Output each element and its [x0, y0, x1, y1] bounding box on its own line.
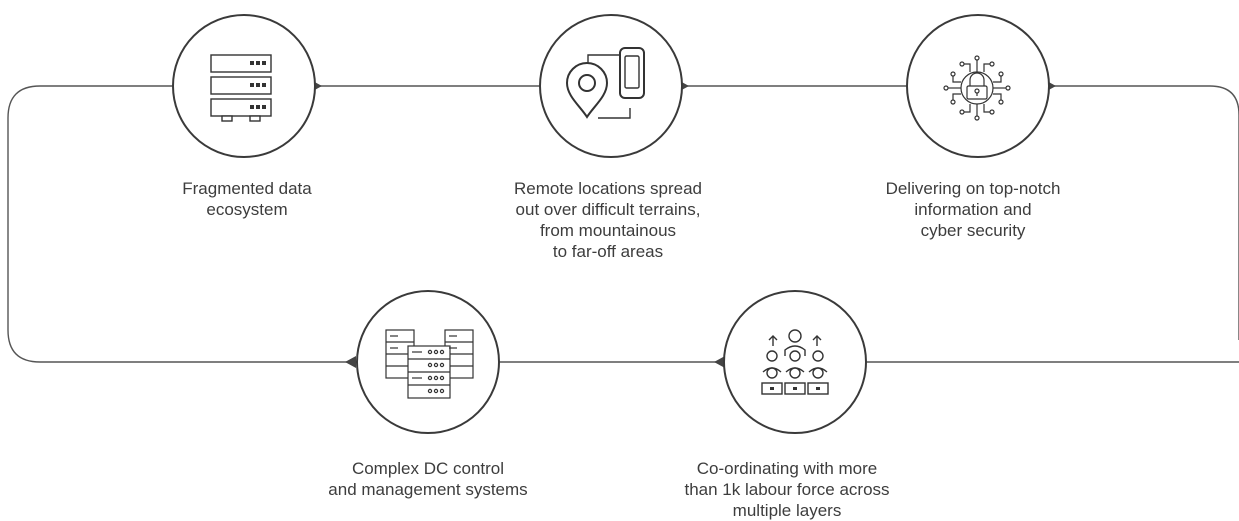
- flow-arrow-left: [714, 356, 725, 368]
- caption-line: Remote locations spread: [513, 179, 703, 198]
- server-rack-icon: [210, 54, 272, 122]
- caption-line: cyber security: [920, 221, 1026, 240]
- server-cluster-icon: [385, 329, 474, 399]
- step-circle-1: [172, 14, 316, 158]
- flow-connector-line: [7, 85, 1239, 363]
- step-2-caption: Remote locations spread out over difficu…: [458, 178, 758, 262]
- step-1-caption: Fragmented data ecosystem: [97, 178, 397, 220]
- step-circle-3: [906, 14, 1050, 158]
- caption-line: Delivering on top-notch: [885, 179, 1061, 198]
- caption-line: ecosystem: [206, 200, 288, 219]
- caption-line: to far-off areas: [552, 242, 664, 261]
- step-3-caption: Delivering on top-notch information and …: [823, 178, 1123, 241]
- caption-line: Co-ordinating with more: [696, 459, 878, 478]
- step-5-caption: Co-ordinating with more than 1k labour f…: [637, 458, 937, 521]
- cyber-lock-icon: [943, 55, 1011, 121]
- location-phone-icon: [565, 47, 645, 119]
- caption-line: from mountainous: [539, 221, 677, 240]
- flow-arrow-left: [345, 356, 356, 368]
- step-circle-5: [723, 290, 867, 434]
- workforce-icon: [761, 329, 829, 395]
- step-circle-2: [539, 14, 683, 158]
- caption-line: multiple layers: [732, 501, 842, 520]
- step-4-caption: Complex DC control and management system…: [278, 458, 578, 500]
- caption-line: information and: [914, 200, 1032, 219]
- caption-line: Complex DC control: [351, 459, 505, 478]
- caption-line: Fragmented data: [182, 179, 312, 198]
- caption-line: out over difficult terrains,: [515, 200, 701, 219]
- caption-line: and management systems: [328, 480, 528, 499]
- caption-line: than 1k labour force across: [684, 480, 890, 499]
- step-circle-4: [356, 290, 500, 434]
